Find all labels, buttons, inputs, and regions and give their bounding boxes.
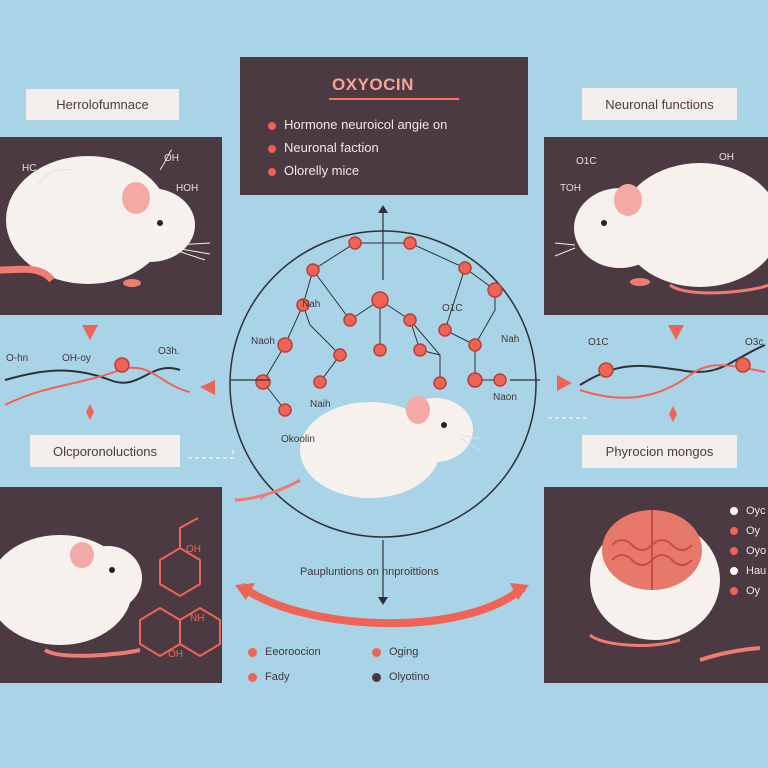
chem-wave-left-1: O-hn [6,353,29,364]
panel-list-label-1: Oyc [746,505,766,517]
panel-list-label-5: Oy [746,585,761,597]
legend-item-2: Oging [372,646,418,658]
wave-right-red [579,364,766,399]
center-label-3: O1C [442,303,463,314]
title: OXYOCIN [332,75,414,94]
legend-item-1: Eeoroocion [248,646,321,658]
legend-label-3: Fady [265,671,290,683]
chem-tl-hc: HC [22,163,37,174]
panel-list-dot-3 [730,547,738,556]
center-label-2: Naoh [251,336,275,347]
panel-list-item-3: Oyo [730,545,766,557]
chem-tr-o1c: O1C [576,156,597,167]
panel-list-dot-1 [730,507,738,516]
bottom-caption: Paupluntions on nnproittions [300,566,439,578]
title-bullet-3: Olorelly mice [268,163,359,178]
chem-tr-toh: TOH [560,183,581,194]
legend-dot-2 [372,647,381,657]
label-bottom-left: Olcporonoluctions [30,435,180,467]
chem-wave-left-3: O3h. [158,346,180,357]
panel-list-dot-4 [730,567,738,576]
chem-tl-hoh: HOH [176,183,199,194]
chem-tr-oh: OH [719,152,734,163]
center-label-6: Naon [493,392,517,403]
center-arrows [230,210,540,600]
title-underline [329,98,459,100]
chem-wave-left-2: OH-oy [62,353,91,364]
chem-wave-right-2: O3c [745,337,764,348]
label-bottom-right: Phyrocion mongos [582,435,737,468]
title-bullet-1: Hormone neuroicol angie on [268,117,447,132]
chem-bl-nh: NH [190,613,205,624]
legend-label-1: Eeoroocion [265,646,321,658]
wave-left-red [4,366,191,406]
wave-left-dark [4,367,181,384]
oxytocin-title-box: OXYOCIN Hormone neuroicol angie on Neuro… [240,57,528,195]
label-top-left: Herrolofumnace [26,89,179,120]
legend-item-4: Olyotino [372,671,429,683]
panel-list-label-4: Hau [746,565,767,577]
panel-list-item-1: Oyc [730,505,766,517]
panel-list-dot-5 [730,587,738,596]
panel-list-item-4: Hau [730,565,766,577]
center-label-1: Nah [302,299,321,310]
bottom-curved-arrow [238,582,526,628]
panel-list-dot-2 [730,527,738,536]
title-bullet-2: Neuronal faction [268,140,379,155]
chem-bl-oh2: OH [168,649,183,660]
panel-list-label-2: Oy [746,525,761,537]
center-network [262,242,500,411]
wave-right-dark [579,344,766,386]
legend-dot-1 [248,647,257,657]
legend-item-3: Fady [248,671,289,683]
panel-list-item-2: Oy [730,525,760,537]
legend-dot-4 [372,672,381,682]
legend-label-2: Oging [389,646,419,658]
chem-bl-oh: OH [186,544,201,555]
chem-wave-right-1: O1C [588,337,609,348]
center-label-5: Naih [310,399,331,410]
center-network-nodes [255,236,507,417]
panel-list-item-5: Oy [730,585,760,597]
panel-bottom-left [0,487,222,683]
center-label-4: Nah [501,334,520,345]
legend-label-4: Olyotino [389,671,430,683]
central-circle [229,230,537,538]
panel-list-label-3: Oyo [746,545,767,557]
rat-center [234,396,481,502]
label-top-right: Neuronal functions [582,88,737,120]
center-label-7: Okoolin [281,434,315,445]
legend-dot-3 [248,672,257,682]
chem-tl-oh: OH [164,153,179,164]
